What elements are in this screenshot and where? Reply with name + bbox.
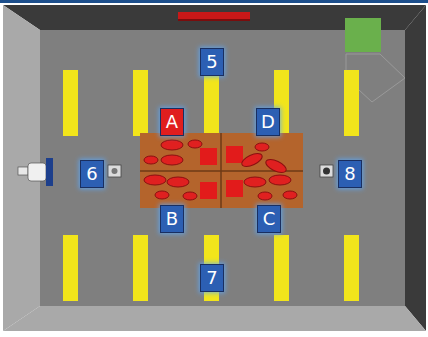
screen-bar <box>178 12 250 20</box>
floor <box>40 30 405 306</box>
callout-box: A <box>160 108 184 136</box>
callout-box: B <box>160 205 184 233</box>
callout-glow <box>79 47 363 293</box>
screen-shadow <box>178 19 250 21</box>
callout-box: 6 <box>80 160 104 188</box>
right-wall <box>405 5 426 331</box>
callout-number: 5 <box>206 53 217 71</box>
callout-number: 7 <box>206 269 217 287</box>
camera-icon <box>320 165 333 177</box>
chairs <box>144 140 297 200</box>
callout-number: B <box>166 210 178 228</box>
header-line <box>0 0 428 3</box>
table-seam <box>220 133 222 208</box>
projector <box>18 158 53 186</box>
callout-box: D <box>256 108 280 136</box>
ceiling-lights <box>63 70 359 301</box>
table-devices <box>200 146 243 199</box>
callout-number: D <box>261 113 275 131</box>
callout-number: C <box>263 210 276 228</box>
callout-box: 8 <box>338 160 362 188</box>
camera-icon <box>108 165 121 177</box>
callout-number: 8 <box>344 165 355 183</box>
table <box>140 133 303 208</box>
callout-number: 6 <box>86 165 97 183</box>
callout-box: 5 <box>200 48 224 76</box>
callout-number: A <box>166 113 178 131</box>
callout-box: 7 <box>200 264 224 292</box>
callout-box: C <box>257 205 281 233</box>
green-door <box>345 18 381 52</box>
bottom-wall <box>3 306 426 331</box>
